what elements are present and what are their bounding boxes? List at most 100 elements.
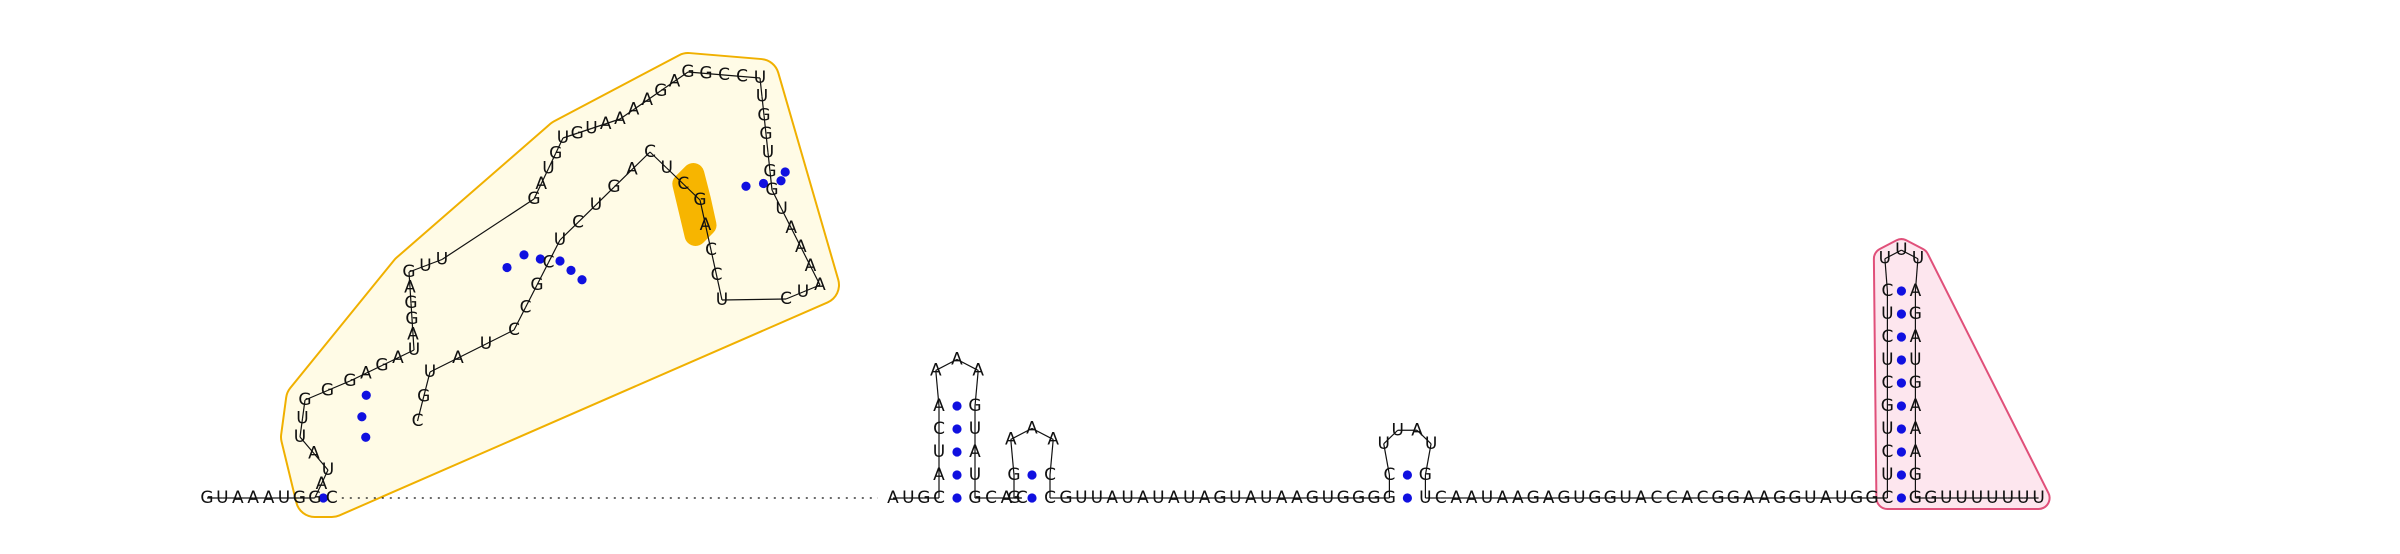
linker-nucleotide: G (1213, 488, 1226, 508)
domain-a-nucleotide: U (424, 362, 436, 382)
domain-a-hairpin-nucleotide: G (765, 180, 778, 200)
linker-nucleotide: C (1016, 488, 1028, 508)
domain-a-hairpin-nucleotide: G (527, 189, 540, 209)
five-prime-nucleotide: A (232, 488, 244, 508)
domain-a-hairpin-nucleotide: A (785, 218, 797, 238)
hairpin-4: A (1910, 442, 1922, 462)
hairpin-2: A (1005, 429, 1017, 449)
domain-a-nucleotide: C (326, 488, 338, 508)
domain-a-nucleotide: G (308, 488, 321, 508)
hairpin-4: G (1909, 465, 1922, 485)
three-prime-nucleotide: G (1924, 488, 1937, 508)
linker-nucleotide: U (1075, 488, 1087, 508)
three-prime-nucleotide: U (2017, 488, 2029, 508)
domain-a-base-pair (357, 412, 367, 422)
domain-a-hairpin-nucleotide: G (654, 81, 667, 101)
domain-a-hairpin-nucleotide: U (557, 128, 569, 148)
linker-nucleotide: A (1635, 488, 1647, 508)
linker-nucleotide: C (1435, 488, 1447, 508)
domain-a-hairpin-nucleotide: A (805, 256, 817, 276)
linker-nucleotide: U (1481, 488, 1493, 508)
hairpin-4-base-pair (1896, 355, 1906, 365)
domain-a-base-pair (361, 432, 371, 442)
linker-nucleotide: G (1788, 488, 1801, 508)
domain-a-nucleotide: U (590, 195, 602, 215)
domain-a-base-pair (535, 254, 545, 264)
hairpin-4-base-pair (1896, 378, 1906, 388)
domain-a-nucleotide: G (405, 309, 418, 329)
domain-a-nucleotide: G (321, 381, 334, 401)
linker-nucleotide: G (1557, 488, 1570, 508)
linker-nucleotide: U (1835, 488, 1847, 508)
hairpin-4-base-pair (1896, 424, 1906, 434)
linker-nucleotide: G (1773, 488, 1786, 508)
domain-a-nucleotide: A (392, 348, 404, 368)
linker-nucleotide: U (1091, 488, 1103, 508)
hairpin-2-base-pair (1027, 470, 1037, 480)
linker-nucleotide: U (1804, 488, 1816, 508)
domain-a-nucleotide: A (626, 160, 638, 180)
hairpin-2-base-pair (1027, 493, 1037, 503)
linker-nucleotide: A (1497, 488, 1509, 508)
linker-nucleotide: C (1650, 488, 1662, 508)
hairpin-4-base-pair (1896, 401, 1906, 411)
hairpin-2: A (1047, 429, 1059, 449)
domain-a-hairpin-nucleotide: U (585, 119, 597, 139)
domain-a-hairpin-nucleotide: U (775, 199, 787, 219)
domain-a-nucleotide: G (417, 387, 430, 407)
domain-highlights (280, 52, 2051, 518)
domain-a-base-pair (577, 275, 587, 285)
five-prime-nucleotide: A (263, 488, 275, 508)
domain-a-hairpin-nucleotide: U (754, 68, 766, 88)
linker-nucleotide: G (1727, 488, 1740, 508)
linker-nucleotide: A (1450, 488, 1462, 508)
hairpin-1-base-pair (952, 424, 962, 434)
domain-a-hairpin-nucleotide: U (762, 143, 774, 163)
domain-a-hairpin-nucleotide: U (797, 282, 809, 302)
domain-a-base-pair (741, 181, 751, 191)
linker-nucleotide: A (1137, 488, 1149, 508)
hairpin-3: G (1419, 465, 1432, 485)
linker-nucleotide: G (1337, 488, 1350, 508)
linker-nucleotide: U (1183, 488, 1195, 508)
domain-a-nucleotide: C (644, 142, 656, 162)
hairpin-3: U (1425, 434, 1437, 454)
domain-a-nucleotide: U (660, 158, 672, 178)
domain-a-nucleotide: G (375, 356, 388, 376)
domain-a-nucleotide: C (412, 411, 424, 431)
hairpin-1-base-pair (952, 401, 962, 411)
domain-a-nucleotide: U (554, 230, 566, 250)
hairpin-4-base-pair (1896, 470, 1906, 480)
linker-nucleotide: U (1573, 488, 1585, 508)
hairpin-4: G (1881, 396, 1894, 416)
five-prime-nucleotide: G (293, 488, 306, 508)
hairpin-4: C (1881, 281, 1893, 301)
hairpin-4: U (1879, 249, 1891, 269)
three-prime-nucleotide: U (1955, 488, 1967, 508)
hairpin-4: C (1881, 442, 1893, 462)
hairpin-1: A (972, 360, 984, 380)
domain-a-nucleotide: A (316, 474, 328, 494)
domain-a-base-pair (566, 265, 576, 275)
three-prime-nucleotide: U (1971, 488, 1983, 508)
hairpin-1: A (951, 349, 963, 369)
domain-a-nucleotide: U (480, 334, 492, 354)
linker-nucleotide: A (1199, 488, 1211, 508)
domain-a-base-pair (780, 167, 790, 177)
hairpin-1: A (930, 360, 942, 380)
domain-a-hairpin-nucleotide: A (814, 275, 826, 295)
hairpin-4-base-pair (1896, 309, 1906, 319)
hairpin-4: U (1912, 249, 1924, 269)
hairpin-4-base-pair (1896, 447, 1906, 457)
domain-a-nucleotide: U (322, 460, 334, 480)
linker-nucleotide: U (1121, 488, 1133, 508)
hairpin-1-base-pair (952, 470, 962, 480)
three-prime-nucleotide: U (2002, 488, 2014, 508)
three-prime-nucleotide: U (1940, 488, 1952, 508)
domain-a-nucleotide: U (436, 250, 448, 270)
domain-a-base-pair (555, 256, 565, 266)
hairpin-4: C (1881, 327, 1893, 347)
linker-nucleotide: A (1466, 488, 1478, 508)
hairpin-3-base-pair (1402, 470, 1412, 480)
linker-nucleotide: C (1697, 488, 1709, 508)
